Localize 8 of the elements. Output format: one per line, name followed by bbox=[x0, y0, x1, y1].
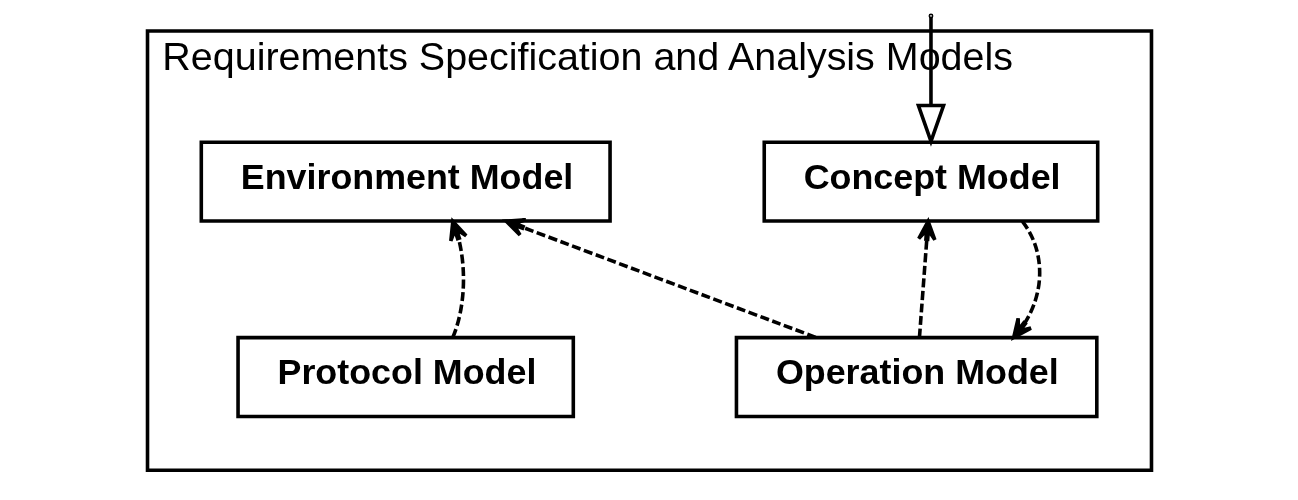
node-box: Environment Model bbox=[199, 140, 612, 223]
arrow bbox=[503, 218, 816, 339]
arrow bbox=[916, 219, 937, 338]
arrow bbox=[1011, 220, 1041, 340]
node-box: Concept Model bbox=[761, 140, 1099, 223]
node-box: Protocol Model bbox=[235, 335, 575, 419]
node-box: Operation Model bbox=[734, 335, 1099, 419]
arrow bbox=[448, 219, 468, 339]
